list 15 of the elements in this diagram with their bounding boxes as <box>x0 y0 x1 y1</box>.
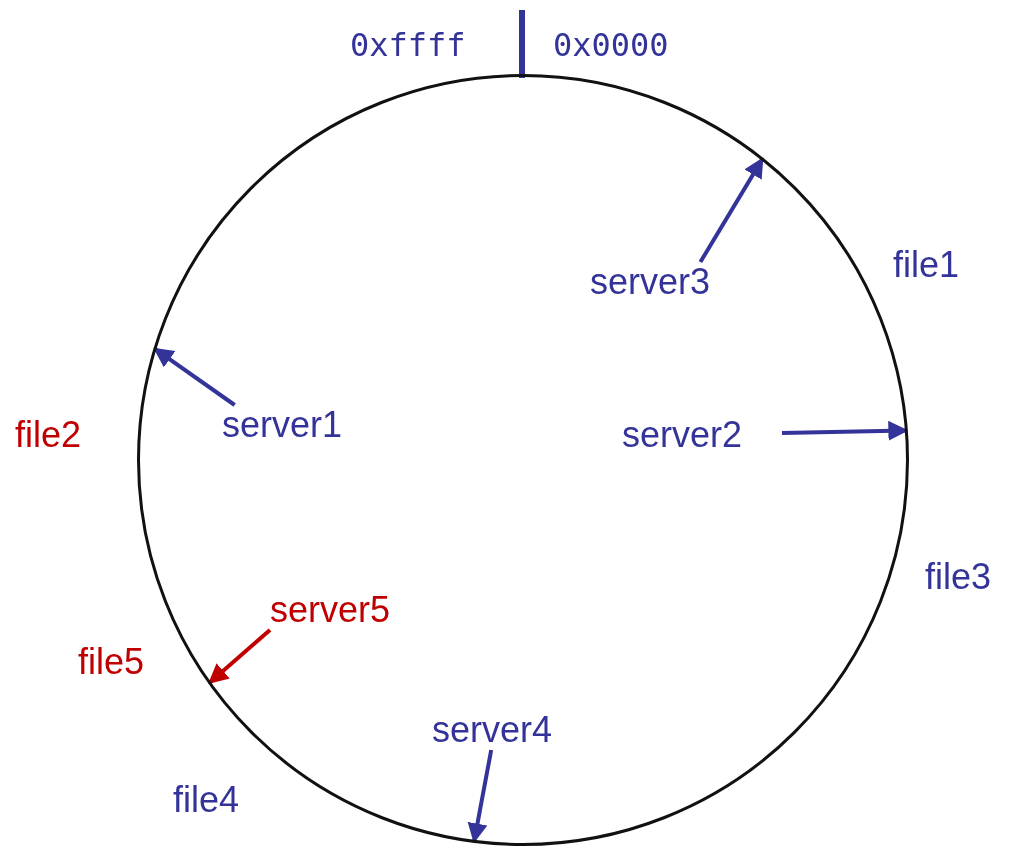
arrow <box>153 347 236 407</box>
server-label: server1 <box>222 405 380 445</box>
server-label: server2 <box>622 415 782 455</box>
file-label: file4 <box>173 780 240 820</box>
server-label: server5 <box>270 590 430 630</box>
file-label: file3 <box>925 557 992 597</box>
arrow <box>698 157 765 264</box>
hash-value-label: 0xffff <box>350 25 466 65</box>
file-label: file2 <box>15 415 82 455</box>
file-label: file5 <box>78 642 145 682</box>
server-label: server4 <box>432 710 592 750</box>
arrow <box>208 628 272 685</box>
file-label: file1 <box>893 245 960 285</box>
hash-value-label: 0x0000 <box>553 25 669 65</box>
server-label: server3 <box>590 262 750 302</box>
